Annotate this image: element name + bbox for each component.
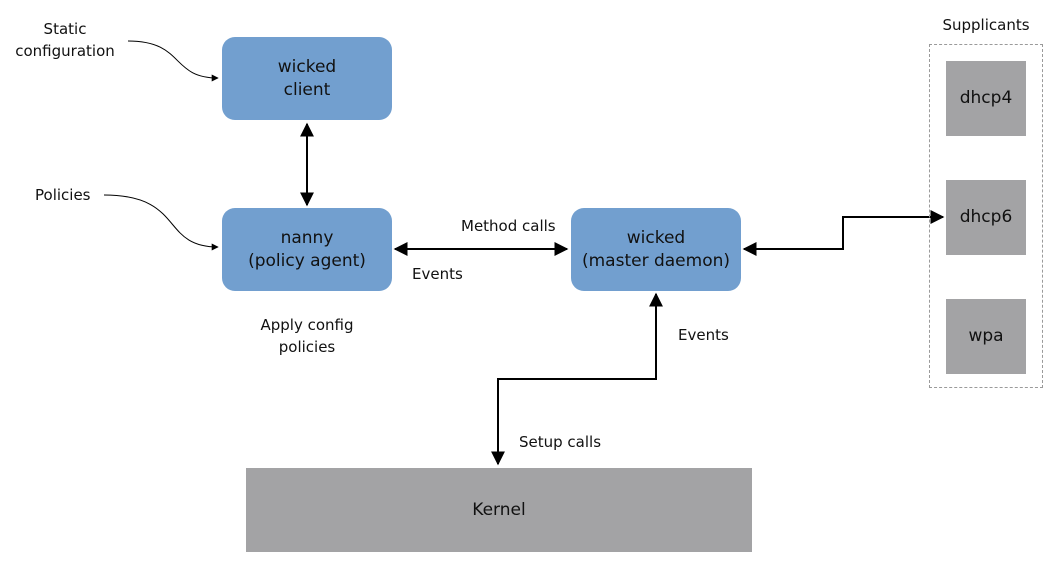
static-config-line1: Static xyxy=(43,20,87,38)
apply-line2: policies xyxy=(278,338,336,356)
supplicant-dhcp4-label: dhcp4 xyxy=(959,88,1013,108)
events-kernel-label: Events xyxy=(678,326,729,344)
setup-calls-label: Setup calls xyxy=(519,433,602,451)
static-config-label: Static configuration xyxy=(10,18,120,62)
supplicants-title: Supplicants xyxy=(942,16,1030,34)
kernel-node: Kernel xyxy=(246,468,752,552)
method-calls-label: Method calls xyxy=(461,217,556,235)
apply-line1: Apply config xyxy=(260,316,354,334)
supplicant-dhcp4-node: dhcp4 xyxy=(946,61,1026,136)
events-nanny-label: Events xyxy=(412,265,463,283)
nanny-line1: nanny xyxy=(280,227,334,248)
policies-label: Policies xyxy=(35,186,91,204)
daemon-line2: (master daemon) xyxy=(581,250,731,271)
kernel-label: Kernel xyxy=(472,499,526,520)
supplicant-wpa-node: wpa xyxy=(946,299,1026,374)
supplicant-wpa-label: wpa xyxy=(968,326,1004,346)
nanny-line2: (policy agent) xyxy=(248,250,366,271)
supplicant-dhcp6-node: dhcp6 xyxy=(946,180,1026,255)
nanny-node: nanny (policy agent) xyxy=(222,208,392,291)
daemon-kernel-connector xyxy=(491,292,663,466)
wicked-daemon-node: wicked (master daemon) xyxy=(571,208,741,291)
wicked-client-node: wicked client xyxy=(222,37,392,120)
static-config-connector xyxy=(127,40,219,82)
static-config-line2: configuration xyxy=(15,42,115,60)
apply-config-label: Apply config policies xyxy=(247,314,367,358)
client-line2: client xyxy=(283,79,331,100)
supplicants-group xyxy=(929,44,1043,388)
daemon-line1: wicked xyxy=(626,227,686,248)
policies-connector xyxy=(103,194,219,251)
daemon-supplicants-connector xyxy=(742,210,945,256)
client-line1: wicked xyxy=(277,56,337,77)
supplicant-dhcp6-label: dhcp6 xyxy=(959,207,1013,227)
